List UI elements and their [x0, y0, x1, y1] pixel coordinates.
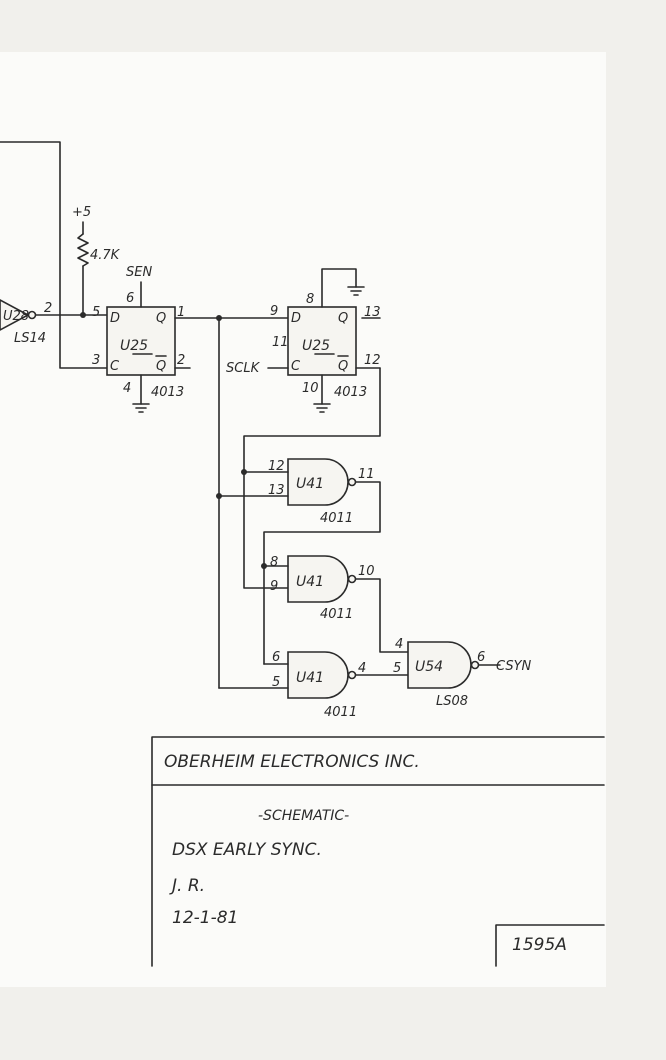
u25a-pin-top: 6	[126, 291, 134, 306]
u54-ref: U54	[415, 659, 443, 675]
sclk-label: SCLK	[226, 361, 261, 376]
u25a-qbar-label: Q	[156, 359, 166, 374]
nand2-pin-out: 10	[358, 564, 375, 579]
nand1-part: 4011	[320, 511, 353, 526]
nand2-pin-b: 9	[270, 579, 278, 594]
nand3-part: 4011	[324, 705, 357, 720]
junction-dot	[80, 312, 86, 318]
u25-flipflop-b: D C Q Q U25 9 11 SCLK 13 12 8 10 4013	[226, 268, 381, 413]
u25a-pin-qbar: 2	[177, 353, 185, 368]
u41-nand-gate-3: U41 4011 6 5 4	[272, 650, 366, 720]
u25a-q-label: Q	[156, 311, 166, 326]
u28-inverter: U28 LS14 2	[0, 299, 52, 346]
u25a-pin-bottom: 4	[123, 381, 131, 396]
u54-and-gate: U54 LS08 4 5 6 CSYN	[393, 637, 532, 709]
nand1-ref: U41	[296, 476, 324, 492]
drawing-date: 12-1-81	[172, 908, 238, 928]
u25b-pin-q: 13	[364, 305, 381, 320]
nand3-ref: U41	[296, 670, 324, 686]
nand1-pin-b: 13	[268, 483, 285, 498]
company-name: OBERHEIM ELECTRONICS INC.	[164, 752, 420, 772]
nand3-pin-a: 6	[272, 650, 280, 665]
title-block: OBERHEIM ELECTRONICS INC. -SCHEMATIC- DS…	[151, 736, 605, 967]
u25b-part: 4013	[334, 385, 367, 400]
u25b-pin-qbar: 12	[364, 353, 381, 368]
power-rail-label: +5	[72, 205, 91, 220]
paper-sheet	[0, 52, 606, 987]
u25b-c-label: C	[291, 359, 301, 374]
junction-dot	[216, 493, 222, 499]
schematic-heading: -SCHEMATIC-	[258, 808, 349, 824]
u25a-pin-q: 1	[177, 305, 185, 320]
nand1-pin-a: 12	[268, 459, 285, 474]
u54-pin-out: 6	[477, 650, 485, 665]
resistor-value: 4.7K	[90, 248, 121, 263]
u41-nand-gate-2: U41 4011 8 9 10	[270, 555, 375, 622]
power-rail: +5	[72, 205, 91, 235]
u25a-c-label: C	[110, 359, 120, 374]
nand3-pin-b: 5	[272, 675, 280, 690]
u54-part: LS08	[436, 694, 468, 709]
csyn-output-label: CSYN	[496, 659, 532, 674]
u25b-pin-top: 8	[306, 292, 314, 307]
u41-nand-gate-1: U41 4011 12 13 11	[268, 458, 375, 526]
u25b-pin-c: 11	[272, 335, 289, 350]
u25b-d-label: D	[291, 311, 301, 326]
u25a-ref: U25	[120, 338, 148, 354]
nand1-output-wire	[263, 481, 381, 567]
nand3-pin-out: 4	[358, 661, 366, 676]
nand2-output-wire	[355, 578, 409, 653]
drawing-title: DSX EARLY SYNC.	[172, 840, 322, 860]
u25b-pin-d: 9	[270, 304, 278, 319]
u28-pin-out: 2	[44, 301, 52, 316]
nand1-pin-out: 11	[358, 467, 375, 482]
u25b-ref: U25	[302, 338, 330, 354]
junction-dot	[241, 469, 247, 475]
nand2-part: 4011	[320, 607, 353, 622]
u25b-q-label: Q	[338, 311, 348, 326]
u25b-pin-bottom: 10	[302, 381, 319, 396]
u25a-signal-sen: SEN	[126, 265, 152, 280]
drawing-number: 1595A	[512, 935, 567, 955]
u25a-pin-d: 5	[92, 305, 100, 320]
u25a-pin-c: 3	[92, 353, 100, 368]
u25-flipflop-a: D C Q Q U25 5 3 1 2 SEN 6 4 4013	[92, 265, 191, 413]
clock-input-wire	[59, 314, 108, 369]
qbar-feedback-wire	[243, 367, 381, 589]
u25a-part: 4013	[151, 385, 184, 400]
u25b-qbar-label: Q	[338, 359, 348, 374]
u28-type: LS14	[14, 331, 46, 346]
u54-pin-b: 5	[393, 661, 401, 676]
input-wire-top	[0, 141, 61, 316]
u25a-d-label: D	[110, 311, 120, 326]
u28-ref: U28	[3, 309, 29, 324]
u54-pin-a: 4	[395, 637, 403, 652]
drawing-author: J. R.	[169, 876, 205, 896]
nand2-pin-a: 8	[270, 555, 278, 570]
nand2-ref: U41	[296, 574, 324, 590]
pullup-resistor: 4.7K	[77, 233, 121, 316]
